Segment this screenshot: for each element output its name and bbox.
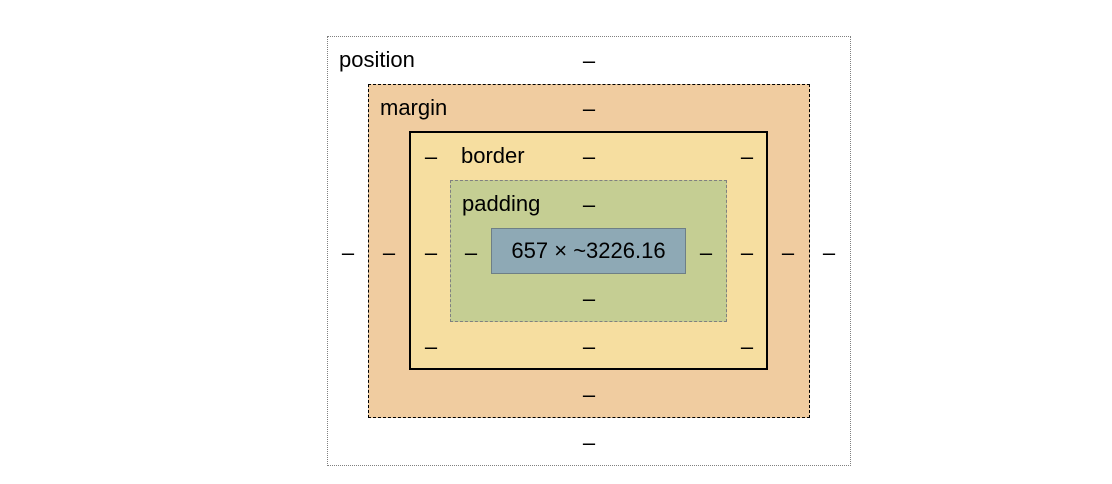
position-top-value[interactable]: – bbox=[582, 48, 596, 73]
padding-bottom-value[interactable]: – bbox=[582, 286, 596, 311]
padding-left-value[interactable]: – bbox=[464, 240, 478, 265]
margin-label: margin bbox=[380, 95, 448, 120]
border-radius-bottom-right-value[interactable]: – bbox=[740, 334, 754, 359]
border-radius-top-left-value[interactable]: – bbox=[424, 144, 438, 169]
border-left-value[interactable]: – bbox=[424, 240, 438, 265]
border-radius-bottom-left-value[interactable]: – bbox=[424, 334, 438, 359]
padding-label: padding bbox=[462, 191, 541, 216]
border-bottom-value[interactable]: – bbox=[582, 334, 596, 359]
content-box: 657 × ~3226.16 bbox=[491, 228, 686, 274]
margin-right-value[interactable]: – bbox=[781, 240, 795, 265]
margin-left-value[interactable]: – bbox=[382, 240, 396, 265]
position-label: position bbox=[339, 47, 415, 72]
border-top-value[interactable]: – bbox=[582, 144, 596, 169]
position-right-value[interactable]: – bbox=[822, 240, 836, 265]
border-radius-top-right-value[interactable]: – bbox=[740, 144, 754, 169]
position-left-value[interactable]: – bbox=[341, 240, 355, 265]
margin-bottom-value[interactable]: – bbox=[582, 382, 596, 407]
padding-right-value[interactable]: – bbox=[699, 240, 713, 265]
padding-top-value[interactable]: – bbox=[582, 192, 596, 217]
content-size[interactable]: 657 × ~3226.16 bbox=[511, 238, 666, 263]
border-right-value[interactable]: – bbox=[740, 240, 754, 265]
position-bottom-value[interactable]: – bbox=[582, 430, 596, 455]
margin-top-value[interactable]: – bbox=[582, 96, 596, 121]
border-label: border bbox=[461, 143, 525, 168]
